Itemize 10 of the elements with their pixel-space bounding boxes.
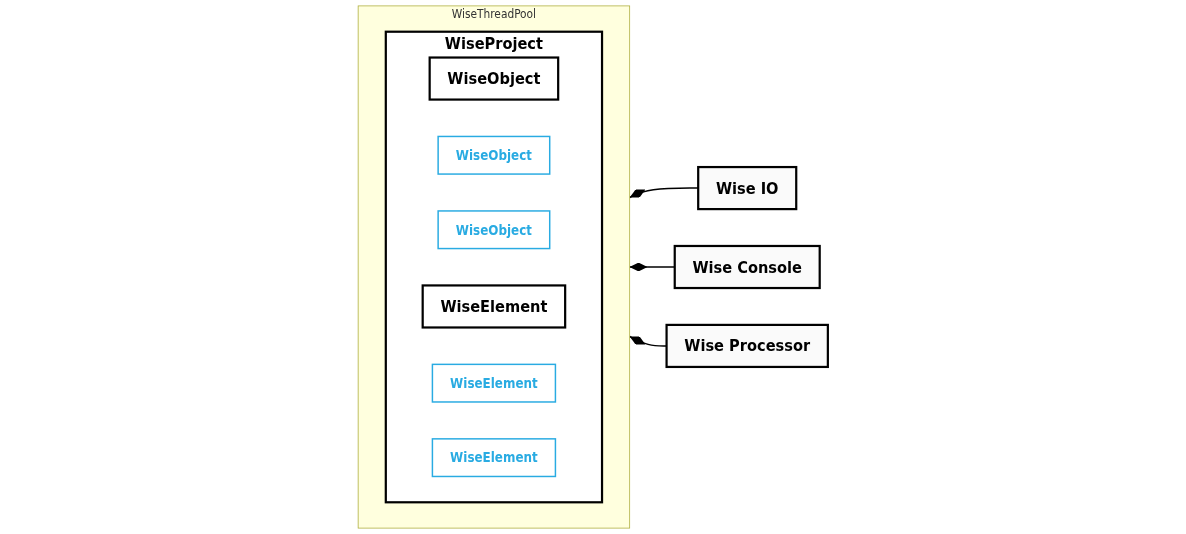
node-box: WiseElement	[431, 363, 557, 403]
node-box: Wise Processor	[665, 323, 829, 369]
node-box: WiseElement	[431, 438, 557, 478]
node-box: WiseElement	[421, 284, 567, 329]
connector	[628, 187, 699, 199]
node-box: Wise Console	[673, 244, 821, 290]
node-box: WiseObject	[428, 56, 560, 101]
node-box: Wise IO	[697, 165, 798, 211]
node-box: WiseObject	[437, 135, 551, 175]
node-box: WiseObject	[437, 210, 551, 250]
